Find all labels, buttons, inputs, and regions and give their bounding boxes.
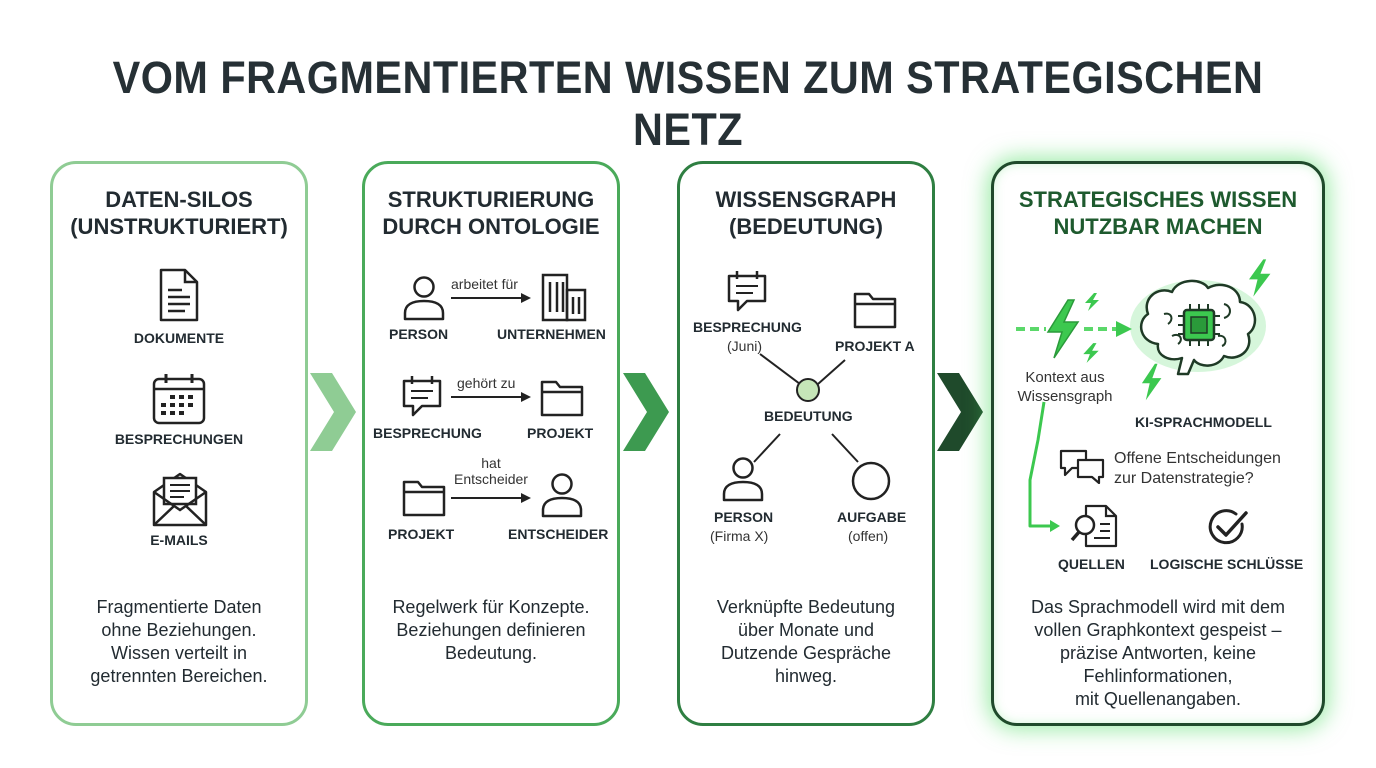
task-node bbox=[851, 461, 891, 501]
node-label: PROJEKT A bbox=[835, 338, 915, 354]
panel-ontology: STRUKTURIERUNG DURCH ONTOLOGIE arbeitet … bbox=[362, 161, 620, 726]
folder-icon bbox=[853, 292, 897, 329]
checkmark-icon bbox=[1208, 509, 1248, 545]
panel-description: Regelwerk für Konzepte. Beziehungen defi… bbox=[392, 597, 590, 663]
node-sublabel: (Juni) bbox=[727, 338, 763, 354]
brain-chip-icon bbox=[1130, 279, 1266, 376]
panel-data-silos: DATEN-SILOS (UNSTRUKTURIERT) DOKUMENTE B… bbox=[50, 161, 308, 726]
question-text: Offene Entscheidungen zur Datenstrategie… bbox=[1114, 450, 1281, 487]
sources-label: QUELLEN bbox=[1058, 556, 1125, 572]
arrow-right-icon bbox=[451, 392, 531, 402]
panel-description: Das Sprachmodell wird mit dem vollen Gra… bbox=[1030, 597, 1286, 709]
logic-label: LOGISCHE SCHLÜSSE bbox=[1150, 556, 1304, 572]
folder-icon bbox=[540, 380, 584, 417]
chevron-right-icon bbox=[623, 373, 669, 451]
entity-label: PERSON bbox=[389, 326, 449, 342]
person-icon bbox=[403, 276, 445, 321]
relation-label: gehört zu bbox=[457, 375, 516, 391]
entity-label: BESPRECHUNG bbox=[373, 425, 482, 441]
node-label: AUFGABE bbox=[837, 509, 907, 525]
chevron-right-icon bbox=[937, 373, 983, 451]
chat-bubbles-icon bbox=[1059, 449, 1105, 484]
panel-title: WISSENSGRAPH (BEDEUTUNG) bbox=[715, 187, 897, 239]
relation-label: hat Entscheider bbox=[454, 455, 528, 487]
panel-title: STRATEGISCHES WISSEN NUTZBAR MACHEN bbox=[1018, 187, 1298, 239]
entity-label: PROJEKT bbox=[527, 425, 594, 441]
panel-description: Verknüpfte Bedeutung über Monate und Dut… bbox=[716, 597, 896, 686]
node-label: BESPRECHUNG bbox=[693, 319, 802, 335]
lightning-icon bbox=[1249, 259, 1271, 297]
panel-strategic-knowledge: STRATEGISCHES WISSEN NUTZBAR MACHEN Kont… bbox=[991, 161, 1325, 726]
email-icon bbox=[152, 472, 208, 527]
calendar-icon bbox=[152, 374, 206, 425]
panel-description: Fragmentierte Daten ohne Beziehungen. Wi… bbox=[90, 597, 268, 686]
item-label: BESPRECHUNGEN bbox=[114, 431, 244, 447]
item-label: DOKUMENTE bbox=[133, 330, 225, 346]
entity-label: UNTERNEHMEN bbox=[497, 326, 606, 342]
folder-icon bbox=[402, 480, 446, 517]
panel-title: DATEN-SILOS (UNSTRUKTURIERT) bbox=[70, 187, 288, 239]
flow-arrow bbox=[1028, 401, 1060, 532]
page-title: VOM FRAGMENTIERTEN WISSEN ZUM STRATEGISC… bbox=[112, 52, 1264, 155]
node-sublabel: (Firma X) bbox=[710, 528, 769, 544]
entity-label: ENTSCHEIDER bbox=[508, 526, 609, 542]
context-label: Kontext aus Wissensgraph bbox=[1017, 369, 1113, 405]
chat-icon bbox=[402, 376, 442, 417]
node-sublabel: (offen) bbox=[848, 528, 889, 544]
relation-label: arbeitet für bbox=[451, 276, 518, 292]
arrow-right-icon bbox=[451, 293, 531, 303]
graph-edges bbox=[753, 353, 859, 463]
person-icon bbox=[541, 473, 583, 518]
entity-label: PROJEKT bbox=[388, 526, 455, 542]
item-label: E-MAILS bbox=[150, 532, 208, 548]
graph-center-node bbox=[796, 378, 820, 402]
lightning-icon bbox=[1085, 293, 1099, 311]
search-document-icon bbox=[1070, 504, 1118, 548]
lightning-icon bbox=[1016, 299, 1132, 359]
person-icon bbox=[722, 457, 764, 502]
chat-icon bbox=[727, 271, 767, 312]
building-icon bbox=[541, 273, 587, 322]
panel-title: STRUKTURIERUNG DURCH ONTOLOGIE bbox=[382, 187, 600, 239]
model-label: KI-SPRACHMODELL bbox=[1135, 414, 1272, 430]
document-icon bbox=[159, 268, 199, 322]
chevron-right-icon bbox=[310, 373, 356, 451]
node-label: BEDEUTUNG bbox=[764, 408, 853, 424]
lightning-icon bbox=[1141, 363, 1162, 401]
node-label: PERSON bbox=[714, 509, 774, 525]
lightning-icon bbox=[1083, 343, 1099, 363]
arrow-right-icon bbox=[451, 493, 531, 503]
panel-knowledge-graph: WISSENSGRAPH (BEDEUTUNG) BESPRECHUNG (Ju… bbox=[677, 161, 935, 726]
